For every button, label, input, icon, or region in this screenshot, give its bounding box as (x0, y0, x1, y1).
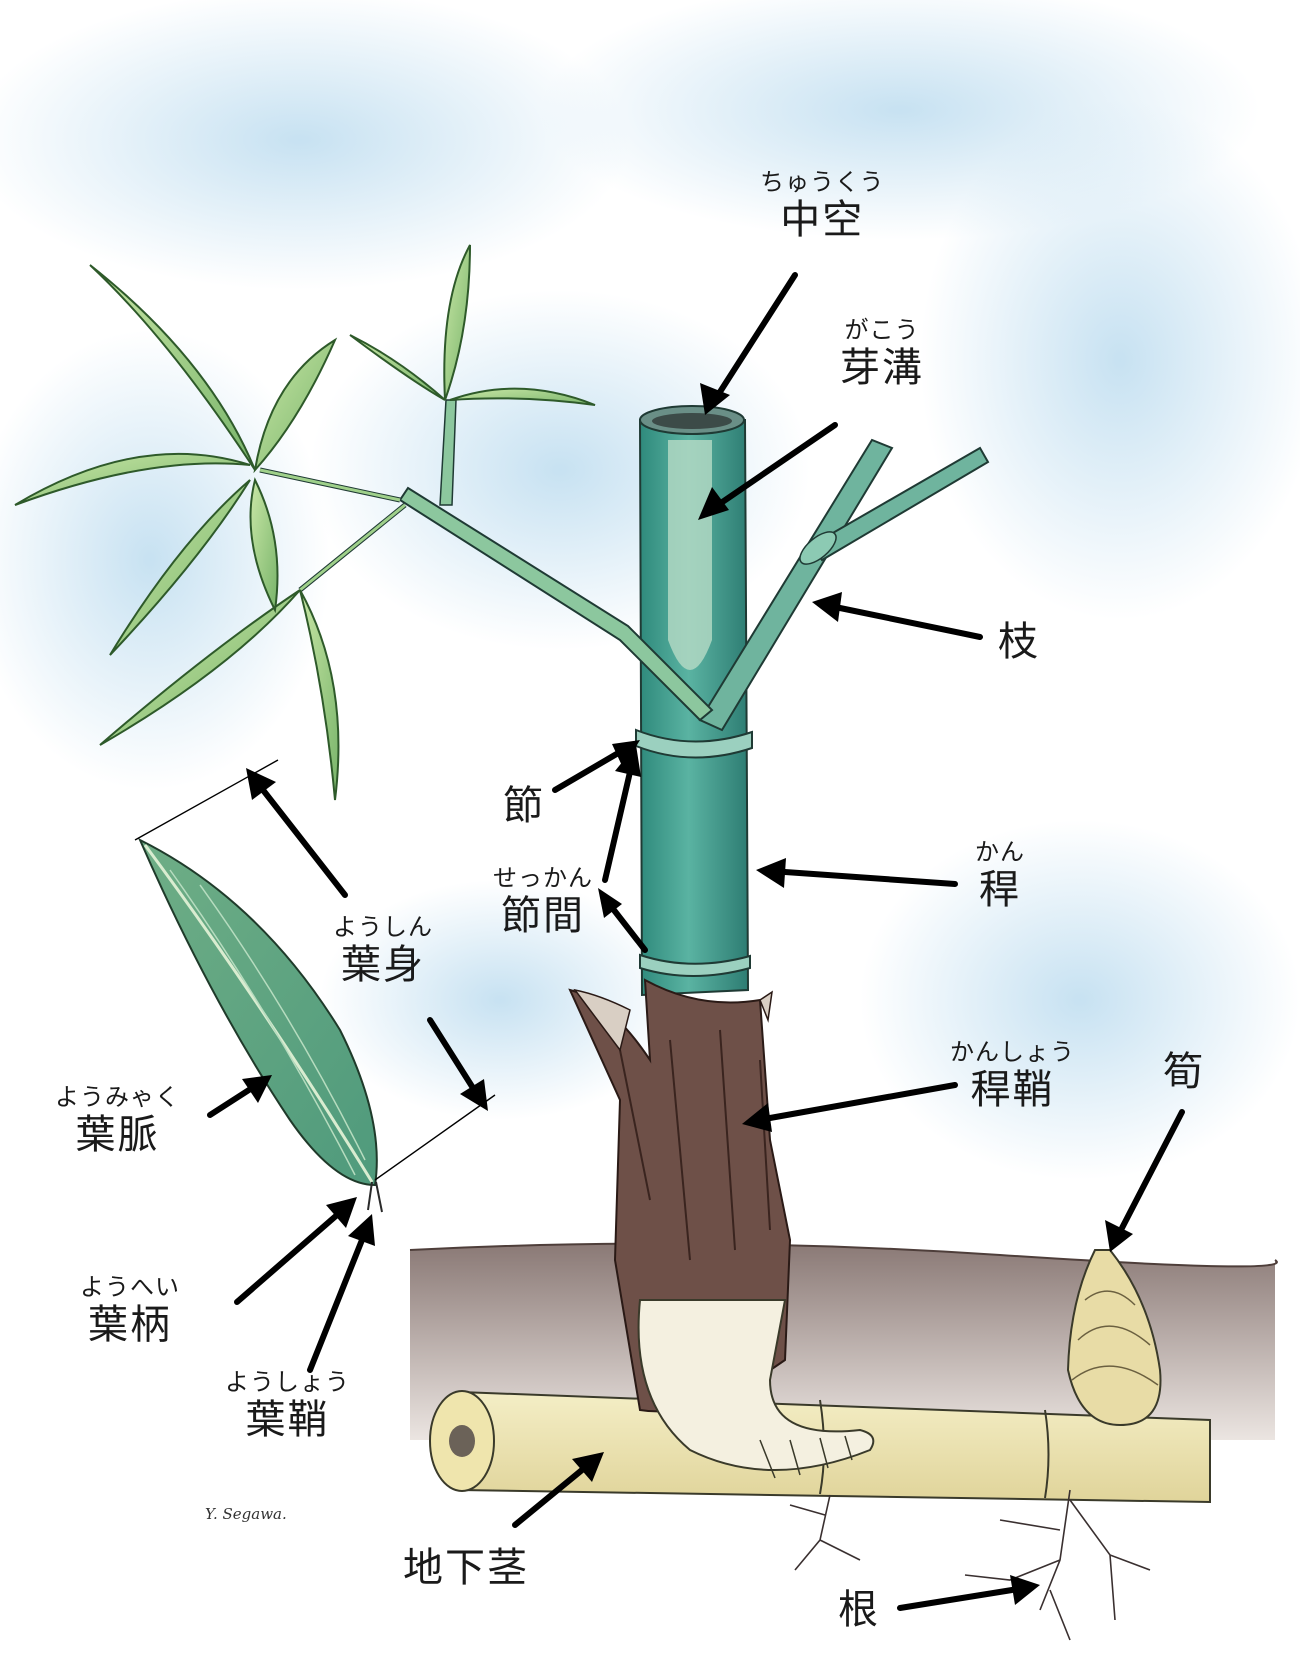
label-culm: かん 稈 (975, 840, 1025, 910)
kanji-leaf-vein: 葉脈 (75, 1112, 160, 1158)
kanji-root: 根 (838, 1587, 880, 1633)
label-node: 節 (503, 786, 545, 826)
sky-background (0, 0, 1300, 1180)
label-bamboo-shoot: 筍 (1163, 1052, 1205, 1092)
kanji-culm-sheath: 稈鞘 (970, 1067, 1055, 1113)
roots (789, 1489, 1151, 1641)
kanji-culm: 稈 (979, 867, 1021, 913)
ruby-petiole: ようへい (80, 1273, 180, 1301)
arrows (207, 272, 1185, 1611)
ruby-leaf-sheath: ようしょう (225, 1368, 350, 1396)
label-internode: せっかん 節間 (493, 866, 593, 936)
ruby-leaf-blade: ようしん (333, 913, 433, 941)
kanji-branch: 枝 (998, 619, 1040, 665)
ruby-culm-sheath: かんしょう (950, 1038, 1075, 1066)
label-leaf-blade: ようしん 葉身 (333, 915, 433, 985)
small-leaves (14, 244, 596, 801)
ruby-bud-groove: がこう (844, 316, 920, 344)
artist-signature: Y. Segawa. (205, 1505, 287, 1523)
left-branch (259, 399, 714, 722)
kanji-petiole: 葉柄 (88, 1302, 172, 1348)
kanji-leaf-sheath: 葉鞘 (245, 1397, 330, 1443)
ruby-culm: かん (975, 838, 1025, 866)
kanji-bamboo-shoot: 筍 (1163, 1049, 1205, 1095)
ruby-internode: せっかん (493, 864, 593, 892)
label-leaf-sheath: ようしょう 葉鞘 (225, 1370, 350, 1440)
kanji-internode: 節間 (501, 893, 585, 939)
label-petiole: ようへい 葉柄 (80, 1275, 180, 1345)
label-hollow: ちゅうくう 中空 (760, 170, 885, 240)
label-leaf-vein: ようみゃく 葉脈 (55, 1085, 180, 1155)
right-branch (698, 438, 990, 732)
bamboo-shoot (1066, 1249, 1162, 1427)
kanji-leaf-blade: 葉身 (341, 942, 425, 988)
ruby-leaf-vein: ようみゃく (55, 1083, 180, 1111)
culm-base (637, 1299, 875, 1479)
label-culm-sheath: かんしょう 稈鞘 (950, 1040, 1075, 1110)
ruby-hollow: ちゅうくう (760, 168, 885, 196)
label-branch: 枝 (998, 622, 1040, 662)
kanji-rhizome: 地下茎 (403, 1545, 529, 1591)
label-bud-groove: がこう 芽溝 (840, 318, 924, 388)
kanji-hollow: 中空 (780, 197, 865, 243)
kanji-node: 節 (503, 783, 545, 829)
label-root: 根 (838, 1590, 880, 1630)
kanji-bud-groove: 芽溝 (840, 345, 924, 391)
leaf-detail (134, 759, 496, 1213)
label-rhizome: 地下茎 (403, 1548, 529, 1588)
